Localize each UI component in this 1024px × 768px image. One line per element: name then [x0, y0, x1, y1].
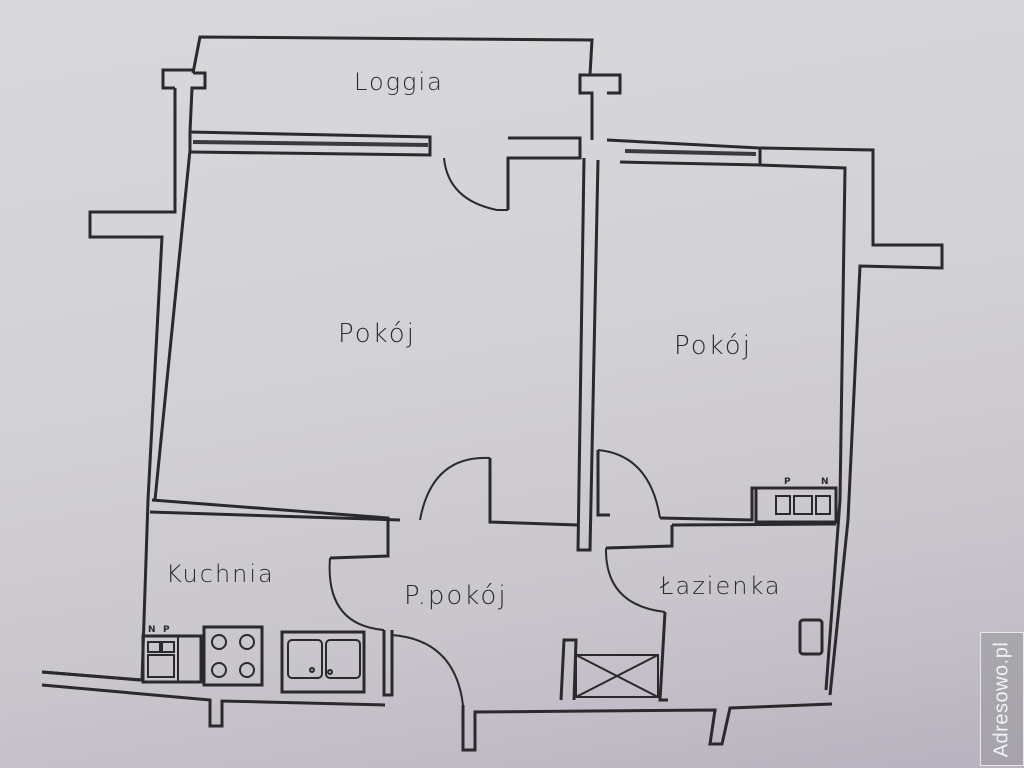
- mark-bath-n: N: [821, 477, 829, 487]
- stove-icon: [202, 625, 264, 687]
- ventilation-shaft-icon: [575, 654, 659, 698]
- room-label-loggia: Loggia: [354, 68, 444, 96]
- room-label-room-left: Pokój: [338, 319, 416, 349]
- room-label-hallway: P.pokój: [404, 581, 508, 611]
- interior-walls: [149, 157, 837, 702]
- mark-kitchen-p: P: [163, 625, 170, 635]
- room-label-room-right: Pokój: [674, 331, 752, 361]
- loggia-walls: [161, 35, 622, 140]
- mark-kitchen-n: N: [148, 625, 156, 635]
- watermark-badge: Adresowo.pl: [980, 632, 1024, 766]
- sink-icon: [280, 630, 366, 694]
- outer-walls: [41, 88, 944, 752]
- bathroom-sink-icon: [798, 618, 824, 656]
- watermark-text: Adresowo.pl: [990, 641, 1013, 757]
- room-label-kitchen: Kuchnia: [166, 560, 275, 588]
- kitchen-fixtures: [141, 625, 366, 694]
- bathroom-fixtures: [754, 486, 838, 656]
- mark-bath-p: P: [784, 477, 791, 487]
- doors: [328, 157, 666, 706]
- windows: [192, 140, 757, 156]
- room-label-bathroom: Łazienka: [659, 572, 782, 600]
